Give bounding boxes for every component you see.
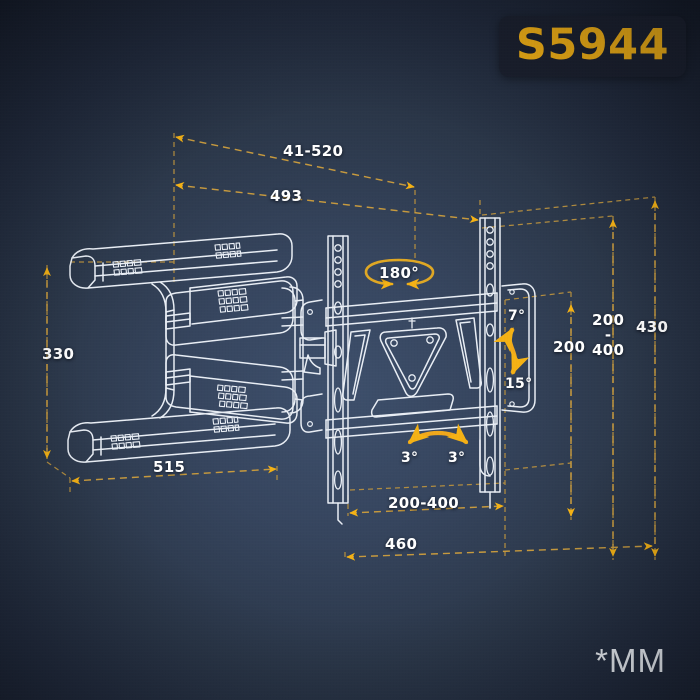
arm-upper-outer-bar xyxy=(69,233,293,289)
arm-lower-hatch xyxy=(110,416,240,450)
label-depth-range: 41-520 xyxy=(283,142,344,160)
model-badge: S5944 xyxy=(498,16,686,77)
dimension-line-plate-width xyxy=(346,542,653,561)
rotate-arrow xyxy=(407,423,469,445)
tilt-arrow xyxy=(493,327,530,375)
arm-upper-inner-link xyxy=(165,276,298,346)
label-width-arm: 515 xyxy=(153,458,186,476)
arm-pivot-column xyxy=(281,286,304,414)
label-height-left: 330 xyxy=(42,345,75,363)
label-vesa-height-range-top: 200 xyxy=(592,311,625,329)
label-plate-height: 430 xyxy=(636,318,669,336)
label-swivel-180: 180° xyxy=(379,264,420,282)
label-rotate-left: 3° xyxy=(401,450,419,466)
arm-upper-inner-hatch xyxy=(217,288,249,313)
label-vesa-height-small: 200 xyxy=(553,338,586,356)
label-vesa-height-range-bottom: 400 xyxy=(592,341,625,359)
arm-lower-inner-hatch xyxy=(216,384,248,410)
bracket-gussets xyxy=(342,317,482,418)
model-code: S5944 xyxy=(515,20,669,70)
label-tilt-up: 7° xyxy=(508,308,526,324)
arm-lower-inner-link xyxy=(165,354,298,424)
label-rotate-right: 3° xyxy=(448,450,466,466)
dimension-line-vesa-width xyxy=(349,502,504,517)
units-note: *MM xyxy=(595,642,666,679)
swivel-180-arrow xyxy=(364,258,435,290)
label-plate-width: 460 xyxy=(385,535,418,553)
label-tilt-down: 15° xyxy=(505,376,533,392)
bracket-center-triangle xyxy=(379,317,447,397)
dimension-line-extension xyxy=(175,182,479,223)
label-vesa-height-range-sep: - xyxy=(604,326,612,344)
bracket-left-rail xyxy=(327,235,349,504)
dimension-line-width-arm xyxy=(71,465,277,485)
arm-upper-hatch xyxy=(112,242,242,276)
arm-vertical-spine xyxy=(151,281,175,419)
label-vesa-width: 200-400 xyxy=(388,494,459,512)
bracket-bottom-hooks xyxy=(337,439,491,525)
label-extension: 493 xyxy=(270,187,303,205)
label-vesa-height-range: 200 - 400 xyxy=(592,313,624,358)
dimension-line-depth-range xyxy=(175,134,415,190)
bracket-left-rail-holes xyxy=(333,244,343,490)
